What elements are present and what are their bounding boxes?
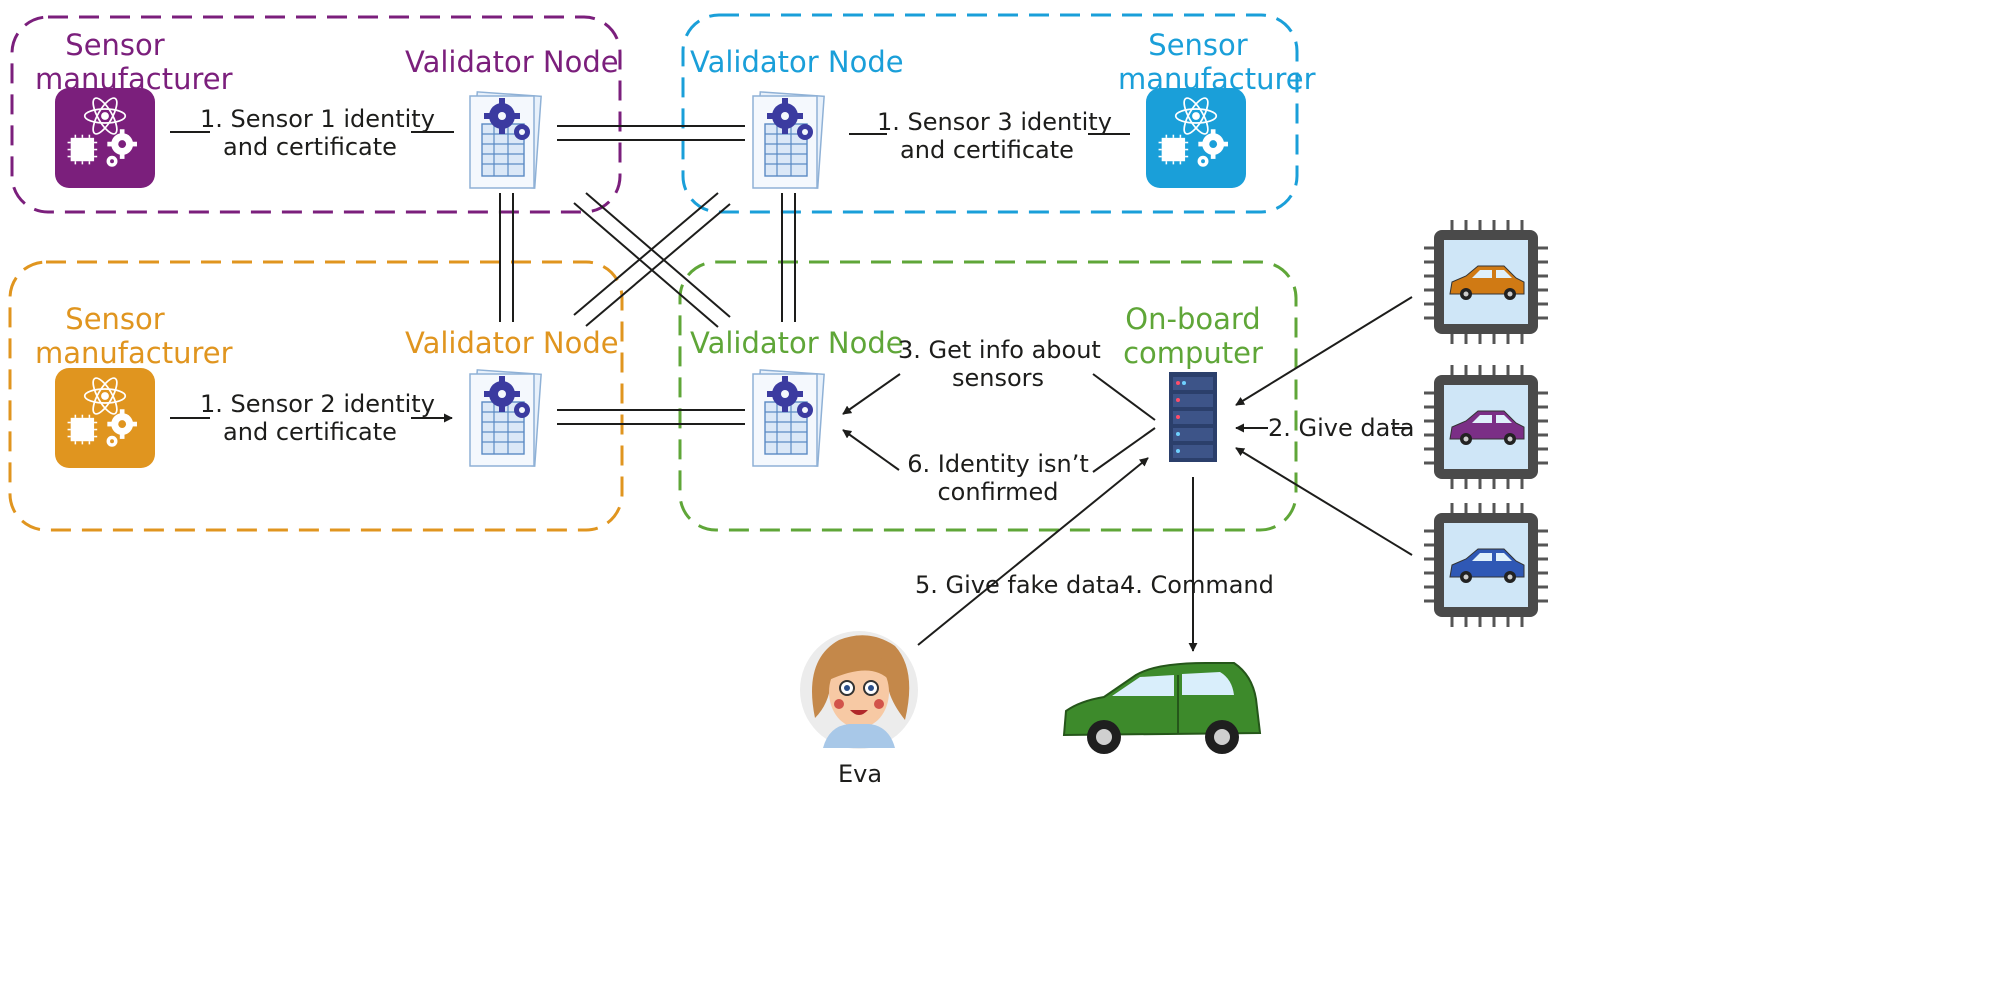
orange-validator-label: Validator Node bbox=[405, 326, 619, 360]
validator-icon-purple bbox=[469, 91, 542, 189]
green-car-icon bbox=[1062, 662, 1262, 754]
purple-validator-label: Validator Node bbox=[405, 45, 619, 79]
arrow-sensor-top bbox=[1235, 296, 1413, 406]
green-validator-label: Validator Node bbox=[690, 326, 904, 360]
group-box-orange bbox=[8, 260, 624, 532]
arrow-get-info bbox=[842, 373, 901, 415]
step-give-data-label: 2. Give data bbox=[1268, 414, 1415, 442]
arrow-fake-data bbox=[917, 457, 1149, 646]
group-box-blue bbox=[681, 13, 1299, 214]
group-box-green bbox=[678, 260, 1298, 532]
woman-avatar-icon bbox=[800, 631, 918, 749]
validator-icon-green bbox=[752, 369, 825, 467]
sensor-chip-orange-car bbox=[1422, 218, 1550, 346]
manufacturer-icon-orange bbox=[55, 368, 155, 468]
step-command-label: 4. Command bbox=[1120, 571, 1274, 599]
arrow-sensor-bottom bbox=[1235, 447, 1413, 556]
validator-icon-blue bbox=[752, 91, 825, 189]
validator-links bbox=[499, 125, 796, 425]
blue-validator-label: Validator Node bbox=[690, 45, 904, 79]
attacker-name-label: Eva bbox=[837, 760, 883, 788]
sensor-chip-purple-car bbox=[1422, 363, 1550, 491]
manufacturer-icon-blue bbox=[1146, 88, 1246, 188]
validator-icon-orange bbox=[469, 369, 542, 467]
server-rack-icon bbox=[1169, 372, 1217, 462]
arrow-identity-tail bbox=[1092, 427, 1156, 473]
group-box-purple bbox=[10, 15, 622, 214]
step-fake-data-label: 5. Give fake data bbox=[915, 571, 1121, 599]
arrow-identity-not-confirmed bbox=[842, 429, 900, 471]
manufacturer-icon-purple bbox=[55, 88, 155, 188]
arrow-get-info-tail bbox=[1092, 373, 1156, 421]
message-connectors bbox=[170, 131, 1130, 419]
sensor-chip-blue-car bbox=[1422, 501, 1550, 629]
